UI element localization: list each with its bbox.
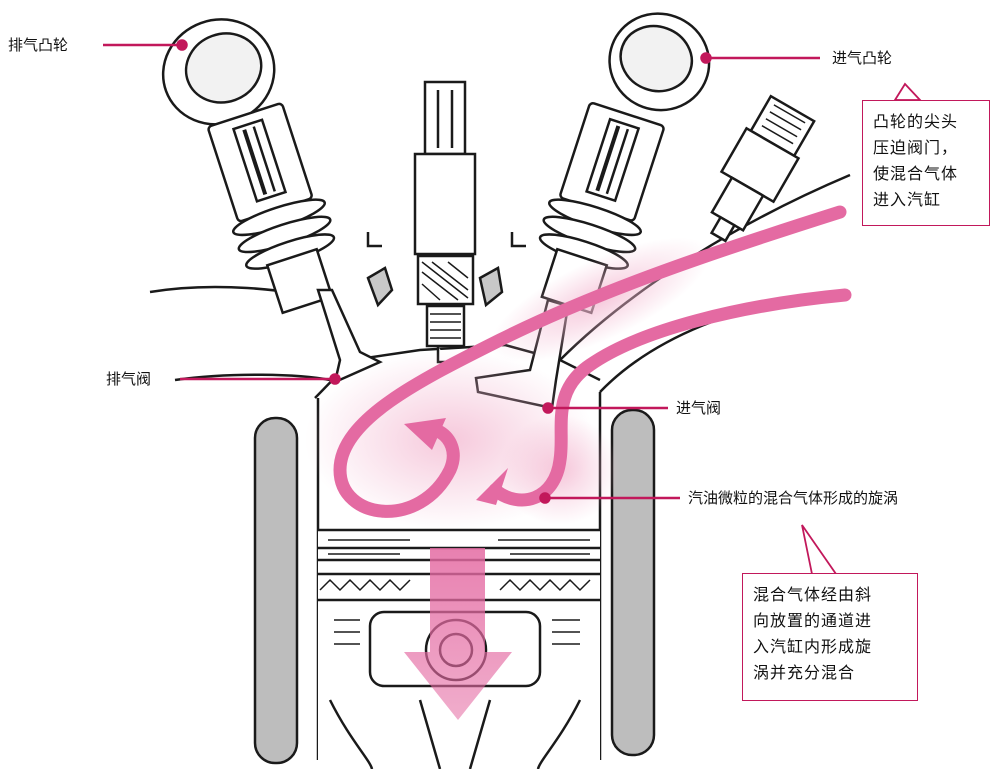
intake-cam-label: 进气凸轮 xyxy=(832,49,892,67)
callout-line: 混合气体经由斜 xyxy=(753,582,907,608)
fuel-mist xyxy=(305,213,726,530)
callout-line: 向放置的通道进 xyxy=(753,608,907,634)
callout-line: 进入汽缸 xyxy=(873,187,979,213)
callout-line: 使混合气体 xyxy=(873,161,979,187)
exhaust-valve-label: 排气阀 xyxy=(106,370,151,388)
swirl-label: 汽油微粒的混合气体形成的旋涡 xyxy=(688,489,898,507)
callout-line: 凸轮的尖头 xyxy=(873,109,979,135)
spark-plug xyxy=(415,82,475,362)
cam-note-callout: 凸轮的尖头 压迫阀门， 使混合气体 进入汽缸 xyxy=(862,100,990,226)
callout-line: 压迫阀门， xyxy=(873,135,979,161)
exhaust-valve-assembly xyxy=(148,4,380,382)
exhaust-cam-label: 排气凸轮 xyxy=(8,36,68,54)
intake-valve-label: 进气阀 xyxy=(676,399,721,417)
callout-line: 涡并充分混合 xyxy=(753,660,907,686)
swirl-note-callout: 混合气体经由斜 向放置的通道进 入汽缸内形成旋 涡并充分混合 xyxy=(742,573,918,701)
callout-line: 入汽缸内形成旋 xyxy=(753,634,907,660)
